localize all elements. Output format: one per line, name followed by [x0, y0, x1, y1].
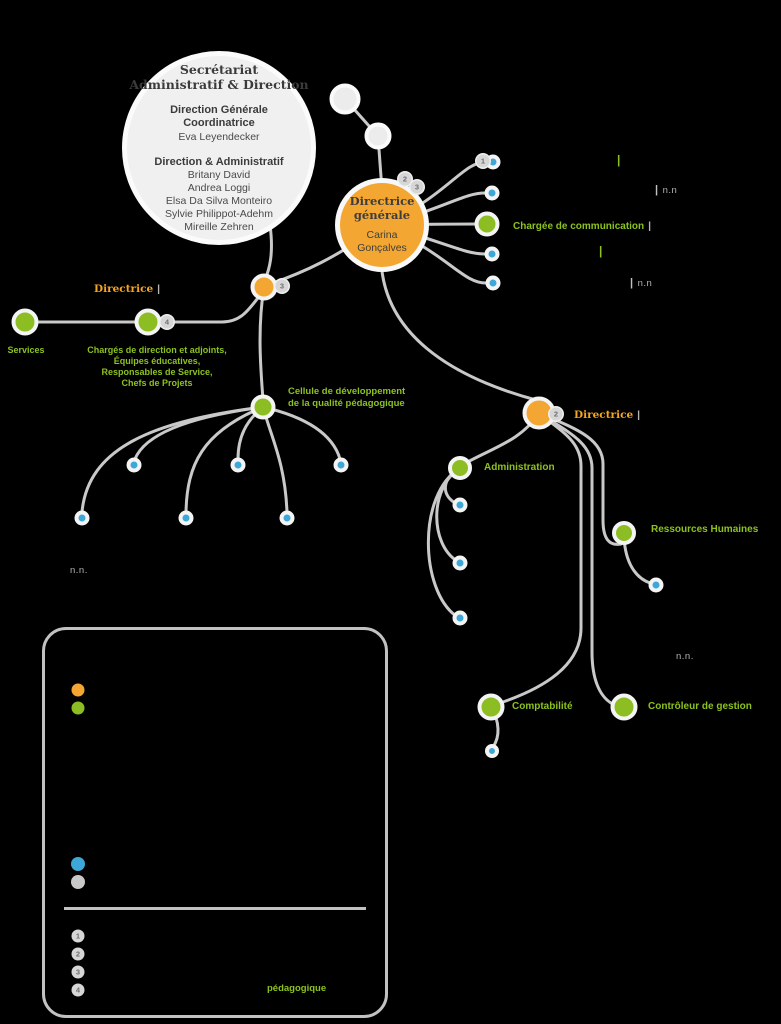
connector-path — [184, 405, 265, 514]
vacant-label: n.n. — [70, 565, 88, 576]
administration-node — [448, 456, 472, 480]
secretariat-circle: Secrétariat Administratif & Direction Di… — [122, 51, 316, 245]
connector-path — [263, 223, 273, 282]
legend-number-1: 1 — [71, 929, 85, 943]
dg-name-line2: Gonçalves — [357, 242, 407, 254]
dg-name-line1: Carina — [366, 229, 398, 241]
ressources-humaines-node — [612, 521, 636, 545]
label-pipe: | — [617, 153, 621, 167]
footnote-badge-3: 3 — [410, 180, 424, 194]
label-pipe: | — [655, 184, 659, 196]
legend-green-dot — [71, 701, 85, 715]
staff-node — [485, 275, 501, 291]
legend-number-4: 4 — [71, 983, 85, 997]
services-node — [11, 308, 39, 336]
legend-green-word: pédagogique — [267, 983, 327, 994]
directrice-left-node — [250, 273, 278, 301]
legend-number-2: 2 — [71, 947, 85, 961]
connector-path — [537, 411, 623, 546]
staff-node — [333, 457, 349, 473]
footnote-badge-1: 1 — [476, 154, 490, 168]
staff-node — [74, 510, 90, 526]
cellule-node — [250, 394, 276, 420]
connector-path — [537, 411, 613, 705]
staff-node — [279, 510, 295, 526]
controleur-gestion-node — [610, 693, 638, 721]
charges-direction-label: Chargés de direction et adjoints, Équipe… — [87, 345, 227, 388]
connector-path — [435, 466, 462, 563]
ressources-humaines-label: Ressources Humaines — [651, 524, 759, 535]
secretariat-title-line1: Secrétariat — [179, 61, 259, 77]
staff-node — [484, 185, 500, 201]
staff-name: Britany David — [187, 169, 251, 182]
secretariat-title-line2: Administratif & Direction — [129, 76, 309, 92]
comptabilite-node — [477, 693, 505, 721]
directrice-generale-node: Directrice générale Carina Gonçalves — [335, 178, 429, 272]
directrice-left-label: Directrice| — [94, 283, 161, 295]
legend-number-3: 3 — [71, 965, 85, 979]
legend-blue-dot — [71, 857, 85, 871]
vacant-circle-mid — [364, 122, 392, 150]
legend-box — [42, 627, 388, 1018]
communication-node — [474, 211, 500, 237]
staff-name: Andrea Loggi — [187, 182, 251, 195]
directrice-generale-text: Directrice générale Carina Gonçalves — [340, 183, 424, 267]
comptabilite-label: Comptabilité — [512, 701, 573, 712]
directrice-right-label: Directrice| — [574, 409, 641, 421]
staff-name: Sylvie Philippot-Adehm — [165, 208, 273, 221]
controleur-gestion-label: Contrôleur de gestion — [648, 701, 752, 712]
coordinatrice-label: Coordinatrice — [183, 117, 255, 130]
footnote-badge-2: 2 — [398, 172, 412, 186]
coordinatrice-name: Eva Leyendecker — [178, 130, 260, 143]
vacant-label: |n.n — [630, 277, 653, 289]
staff-node — [178, 510, 194, 526]
connector-path — [261, 405, 342, 461]
label-pipe: | — [630, 277, 634, 289]
connector-path — [501, 411, 583, 704]
footnote-badge-4: 4 — [160, 315, 174, 329]
connector-path — [379, 248, 538, 402]
connector-path — [261, 405, 289, 514]
direction-administratif-label: Direction & Administratif — [154, 155, 284, 168]
staff-node — [230, 457, 246, 473]
footnote-badge-3: 3 — [275, 279, 289, 293]
services-label: Services — [7, 345, 45, 355]
legend-gray-dot — [71, 875, 85, 889]
footnote-badge-2: 2 — [549, 407, 563, 421]
staff-node — [452, 555, 468, 571]
staff-name: Mireille Zehren — [184, 221, 254, 234]
staff-name: Elsa Da Silva Monteiro — [165, 195, 273, 208]
vacant-circle-top — [329, 83, 361, 115]
staff-node — [648, 577, 664, 593]
staff-node — [452, 610, 468, 626]
communication-label: Chargée de communication| — [513, 220, 652, 232]
legend-divider — [64, 907, 366, 910]
legend-orange-dot — [71, 683, 85, 697]
connector-path — [426, 466, 462, 618]
staff-node — [484, 246, 500, 262]
charges-direction-node — [134, 308, 162, 336]
connector-path — [80, 405, 265, 514]
direction-generale-coordinatrice-label: Direction Générale — [170, 103, 268, 116]
staff-node — [452, 497, 468, 513]
staff-node — [126, 457, 142, 473]
vacant-label: |n.n — [655, 184, 678, 196]
label-pipe: | — [599, 244, 603, 258]
connector-path — [258, 285, 266, 402]
administration-label: Administration — [484, 462, 555, 473]
staff-node — [485, 744, 499, 758]
dg-title-line2: générale — [353, 207, 411, 222]
vacant-label: n.n. — [676, 651, 694, 662]
cellule-label: Cellule de développement de la qualité p… — [288, 386, 406, 409]
dg-title-line1: Directrice — [349, 194, 415, 208]
